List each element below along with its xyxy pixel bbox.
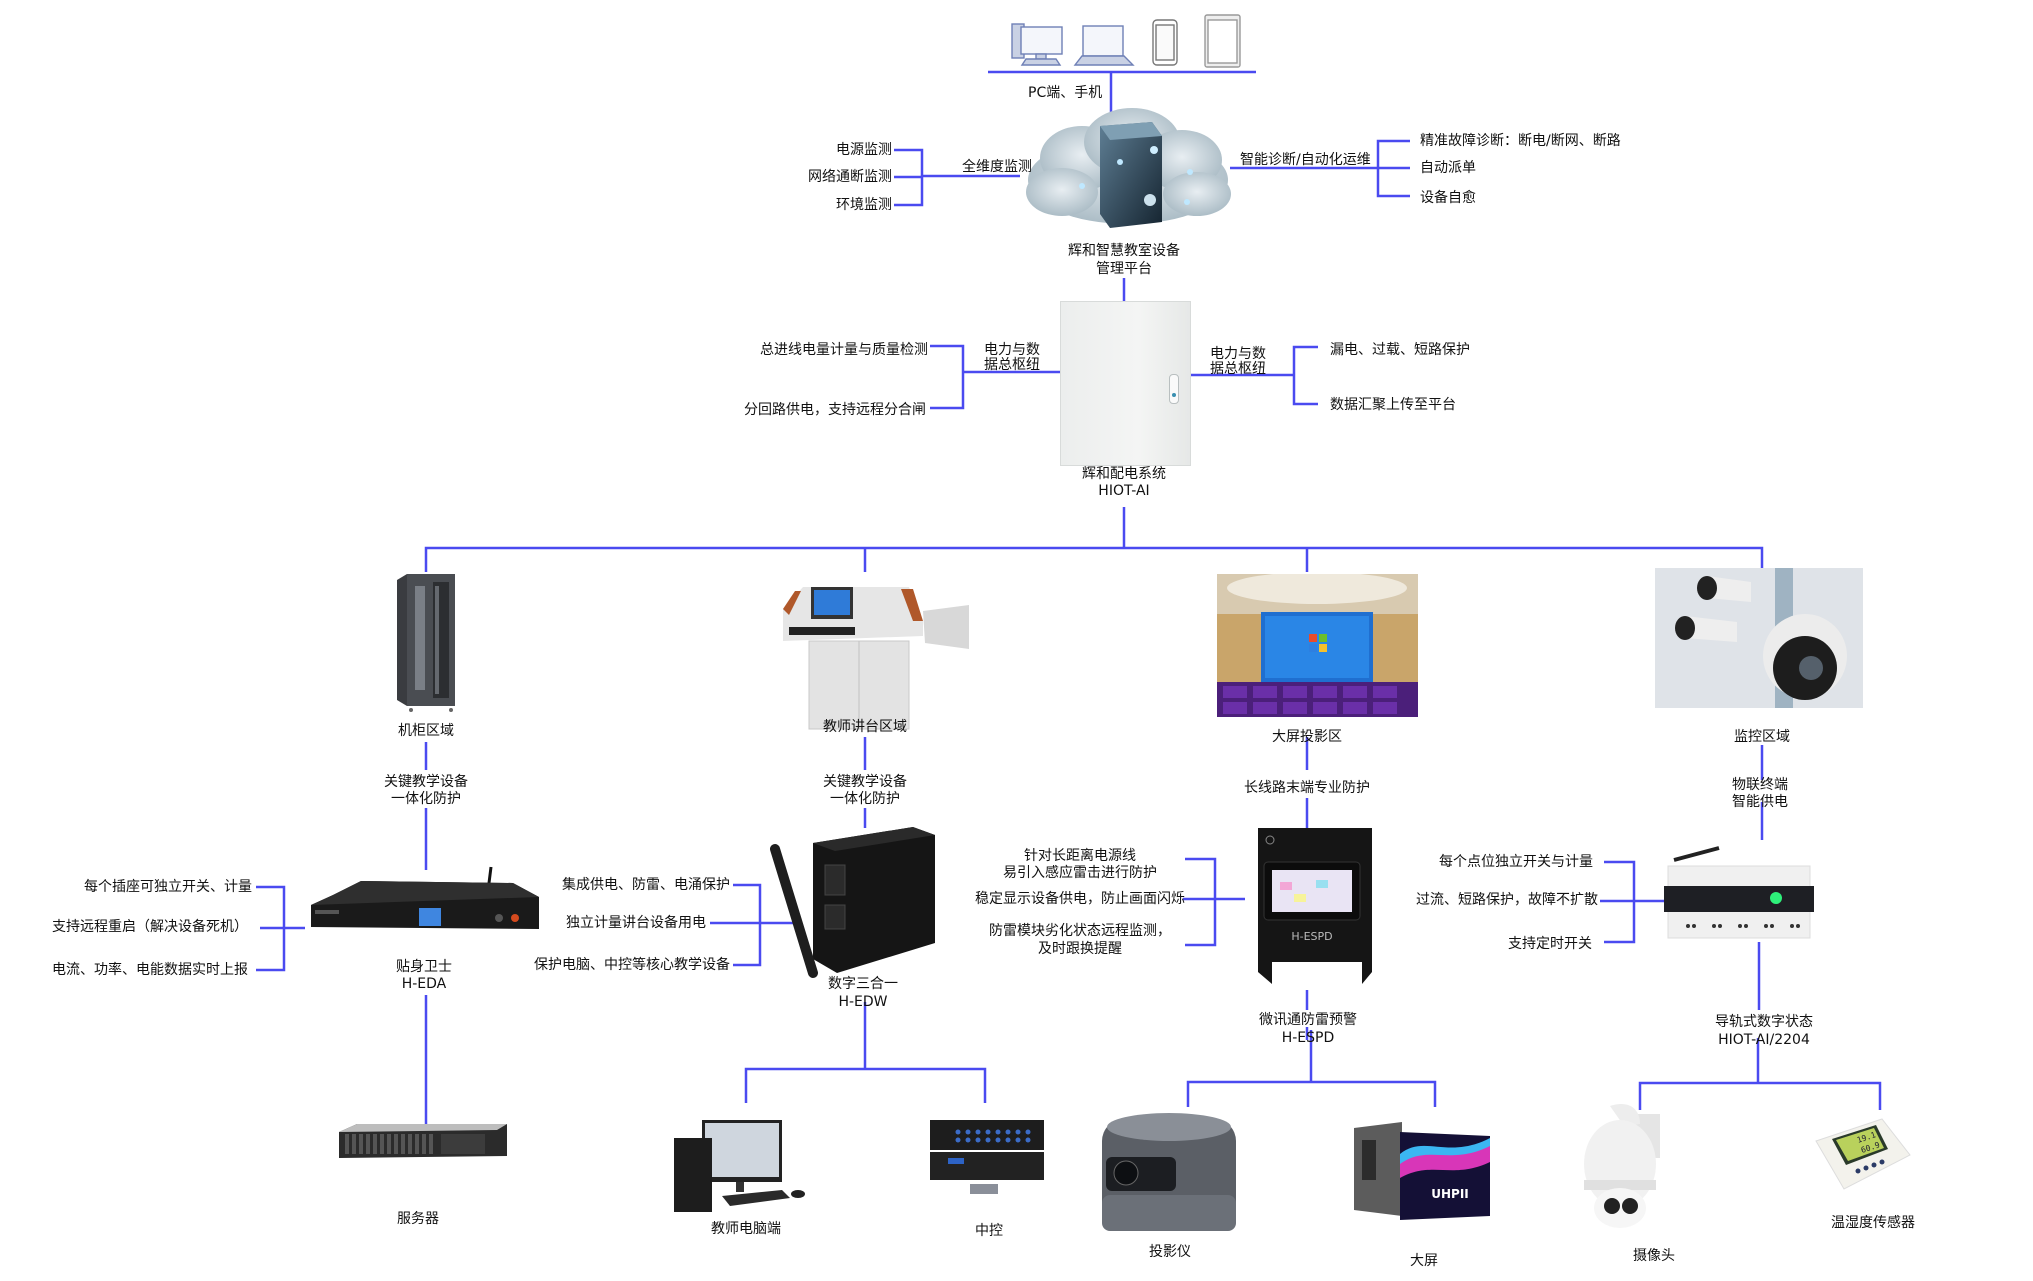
- device-name-line1: 贴身卫士: [396, 959, 452, 975]
- zone-protection-line2: 智能供电: [1732, 794, 1788, 810]
- feature-item: 集成供电、防雷、电涌保护: [562, 877, 730, 893]
- endpoint-label: 摄像头: [1633, 1248, 1675, 1264]
- zone-protection-line2: 一体化防护: [391, 791, 461, 807]
- platform-name-line1: 辉和智慧教室设备: [1068, 243, 1180, 259]
- screen-brand-text: UHPII: [1431, 1187, 1469, 1201]
- power-right-item: 数据汇聚上传至平台: [1330, 397, 1456, 413]
- feature-item: 每个插座可独立开关、计量: [84, 879, 252, 895]
- h-espd-device-image: H-ESPD: [1250, 822, 1378, 987]
- feature-item: 稳定显示设备供电，防止画面闪烁: [975, 891, 1185, 907]
- zone-bus-line: [424, 546, 1764, 572]
- device-name-line2: H-EDA: [401, 976, 447, 992]
- cloud-platform-graphic: [1022, 102, 1234, 242]
- ops-item: 精准故障诊断：断电/断网、断路: [1420, 133, 1621, 149]
- feature-item: 过流、短路保护，故障不扩散: [1416, 892, 1598, 908]
- device-name-line2: HIOT-AI/2204: [1718, 1032, 1810, 1048]
- podium-image: [773, 581, 988, 731]
- zone-name: 监控区域: [1734, 729, 1790, 745]
- endpoint-label: 温湿度传感器: [1831, 1215, 1915, 1231]
- zone-protection-line1: 关键教学设备: [823, 774, 907, 790]
- cabinet-handle-icon: [1169, 374, 1179, 404]
- power-left-label-line2: 据总枢纽: [984, 357, 1040, 373]
- temp-humidity-sensor-image: 19.1 60.9: [1812, 1115, 1912, 1195]
- power-left-label-line1: 电力与数: [984, 342, 1040, 358]
- laptop-icon: [1073, 25, 1135, 66]
- phone-icon: [1152, 19, 1178, 66]
- teacher-pc-image: [672, 1118, 812, 1214]
- feature-item: 电流、功率、电能数据实时上报: [52, 962, 248, 978]
- zone-name: 大屏投影区: [1272, 729, 1342, 745]
- feature-item: 支持远程重启（解决设备死机）: [52, 919, 248, 935]
- desktop-icon: [1011, 23, 1063, 66]
- power-left-item: 总进线电量计量与质量检测: [760, 342, 928, 358]
- ptz-camera-image: [1580, 1100, 1670, 1230]
- din-rail-device-image: [1664, 840, 1814, 940]
- central-control-image: [928, 1118, 1046, 1196]
- device-name-line2: H-ESPD: [1281, 1030, 1335, 1046]
- platform-name-line2: 管理平台: [1096, 261, 1152, 277]
- endpoint-label: 教师电脑端: [711, 1221, 781, 1237]
- device-name-line1: 导轨式数字状态: [1715, 1014, 1813, 1030]
- feature-item: 保护电脑、中控等核心教学设备: [534, 957, 730, 973]
- device-screen-label: H-ESPD: [1291, 930, 1332, 943]
- feature-item: 独立计量讲台设备用电: [566, 915, 706, 931]
- feature-item: 易引入感应雷击进行防护: [1003, 865, 1157, 881]
- power-system-name-line1: 辉和配电系统: [1082, 466, 1166, 482]
- power-left-item: 分回路供电，支持远程分合闸: [744, 402, 926, 418]
- feature-item: 支持定时开关: [1508, 936, 1592, 952]
- h-edw-device-image: [765, 825, 940, 990]
- zone-name: 教师讲台区域: [823, 719, 907, 735]
- ops-item: 设备自愈: [1420, 190, 1476, 206]
- endpoint-label: 大屏: [1410, 1253, 1438, 1269]
- power-cabinet-graphic: [1060, 301, 1191, 466]
- led-screen-image: UHPII: [1352, 1120, 1492, 1220]
- rack-cabinet-image: [393, 572, 459, 712]
- feature-item: 针对长距离电源线: [1024, 848, 1136, 864]
- feature-item: 及时跟换提醒: [1038, 941, 1122, 957]
- endpoint-label: 服务器: [397, 1211, 439, 1227]
- monitor-item: 电源监测: [836, 142, 892, 158]
- tablet-icon: [1204, 14, 1241, 68]
- power-right-label-line1: 电力与数: [1210, 346, 1266, 362]
- endpoint-label: 中控: [975, 1223, 1003, 1239]
- monitor-item: 环境监测: [836, 197, 892, 213]
- server-image: [337, 1122, 509, 1162]
- power-right-label-line2: 据总枢纽: [1210, 361, 1266, 377]
- feature-item: 防雷模块劣化状态远程监测，: [989, 923, 1171, 939]
- endpoint-label: 投影仪: [1149, 1244, 1191, 1260]
- monitor-item: 网络通断监测: [808, 169, 892, 185]
- server-tower-icon: [1079, 122, 1193, 228]
- bullet-camera-icon: [1697, 576, 1751, 602]
- ops-group-label: 智能诊断/自动化运维: [1240, 152, 1371, 168]
- surveillance-area-image: [1655, 568, 1863, 708]
- projector-image: [1098, 1105, 1240, 1235]
- device-name-line1: 数字三合一: [828, 976, 898, 992]
- zone-protection-line1: 物联终端: [1732, 777, 1788, 793]
- clients-label: PC端、手机: [1028, 85, 1103, 101]
- zone-protection-line2: 一体化防护: [830, 791, 900, 807]
- power-right-item: 漏电、过载、短路保护: [1330, 342, 1470, 358]
- monitor-group-label: 全维度监测: [962, 159, 1032, 175]
- zone-protection-line1: 长线路末端专业防护: [1244, 780, 1370, 796]
- device-name-line2: H-EDW: [838, 994, 888, 1010]
- device-name-line1: 微讯通防雷预警: [1259, 1012, 1357, 1028]
- power-system-name-line2: HIOT-AI: [1098, 483, 1150, 499]
- zone-protection-line1: 关键教学设备: [384, 774, 468, 790]
- h-eda-device-image: [303, 865, 543, 947]
- ops-item: 自动派单: [1420, 160, 1476, 176]
- big-screen-room-image: [1217, 574, 1418, 717]
- zone-name: 机柜区域: [398, 723, 454, 739]
- client-devices: [1000, 14, 1260, 70]
- feature-item: 每个点位独立开关与计量: [1439, 854, 1593, 870]
